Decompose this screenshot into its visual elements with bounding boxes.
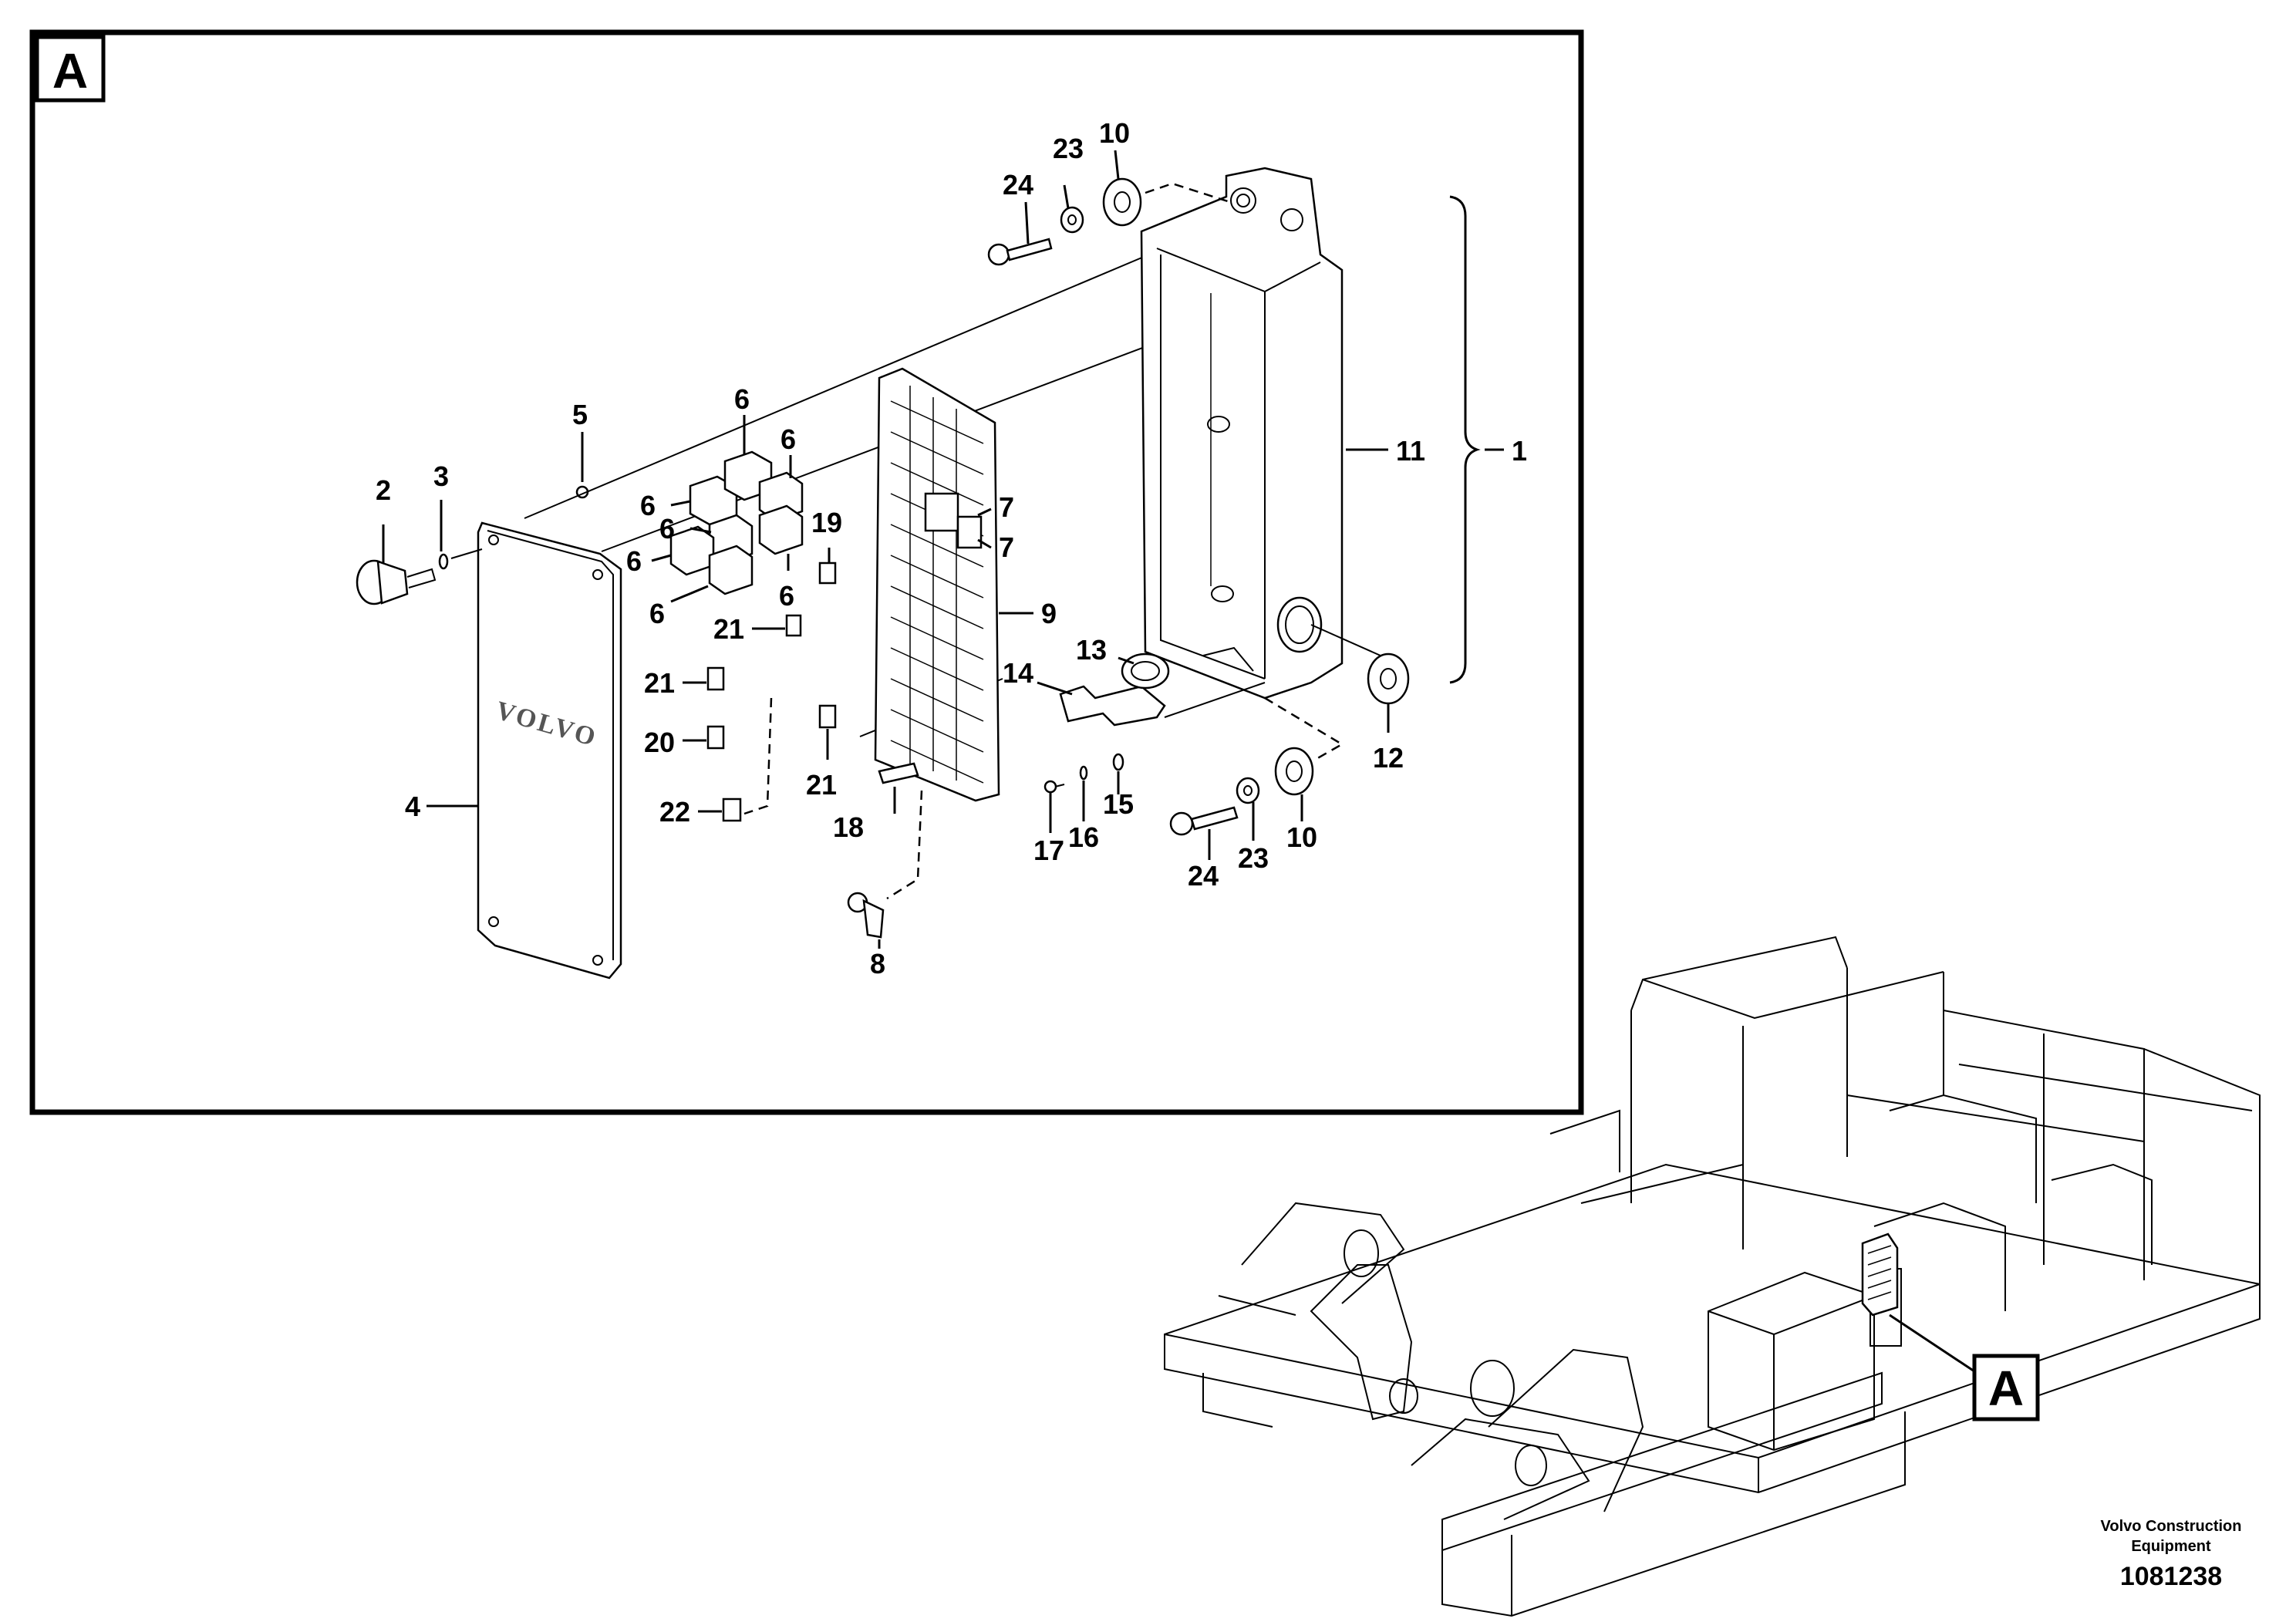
detail-marker-label: A <box>52 43 88 99</box>
callout-21b: 21 <box>644 667 675 699</box>
callout-17: 17 <box>1033 835 1064 866</box>
callout-10b: 10 <box>1286 821 1317 853</box>
callout-6b: 6 <box>781 423 796 455</box>
callout-11: 11 <box>1396 435 1425 467</box>
machine-frame-overview <box>1164 936 2261 1617</box>
housing <box>1140 167 1344 700</box>
footer-company-line2: Equipment <box>2131 1538 2211 1555</box>
grommet-12 <box>1367 653 1410 705</box>
mount-hardware-bottom <box>1169 747 1314 836</box>
pin-18 <box>878 762 919 784</box>
callout-15: 15 <box>1103 788 1134 820</box>
callout-16: 16 <box>1068 821 1099 853</box>
small-hardware <box>1043 753 1124 794</box>
detail-marker-box <box>35 35 106 103</box>
footer-drawing-number: 1081238 <box>2120 1562 2222 1591</box>
bracket-14 <box>1059 685 1166 727</box>
callout-4: 4 <box>405 791 420 822</box>
callout-5: 5 <box>572 399 588 430</box>
relays <box>669 450 804 595</box>
callout-6e: 6 <box>626 545 642 577</box>
cover-plate: VOLVO <box>477 521 622 980</box>
screw-8 <box>847 892 885 939</box>
location-marker-box <box>1972 1354 2040 1421</box>
assembly-brace <box>1449 195 1481 684</box>
callout-18: 18 <box>833 811 864 843</box>
callout-6a: 6 <box>734 383 750 415</box>
knob <box>356 559 437 605</box>
callout-21c: 21 <box>806 769 837 801</box>
callout-6f: 6 <box>649 598 665 629</box>
callout-12: 12 <box>1373 742 1404 774</box>
callout-14: 14 <box>1003 657 1033 689</box>
callout-1: 1 <box>1512 435 1527 467</box>
callout-22: 22 <box>659 796 690 828</box>
detail-frame <box>29 29 1584 1115</box>
callout-24a: 24 <box>1003 169 1033 201</box>
callout-13: 13 <box>1076 634 1107 666</box>
callout-10a: 10 <box>1099 117 1130 149</box>
callout-6g: 6 <box>779 580 794 612</box>
footer-company-line1: Volvo Construction <box>2101 1518 2242 1535</box>
location-leader <box>1889 1313 1975 1373</box>
callout-7a: 7 <box>999 491 1014 523</box>
callout-9: 9 <box>1041 598 1057 629</box>
callout-23b: 23 <box>1238 842 1269 874</box>
fuses <box>706 561 837 822</box>
callout-6d: 6 <box>659 513 675 545</box>
relay-board <box>874 367 1000 802</box>
callout-8: 8 <box>870 948 885 980</box>
relay-box-location <box>1861 1233 1899 1317</box>
callout-24b: 24 <box>1188 860 1219 892</box>
location-marker-label: A <box>1988 1361 2024 1416</box>
callout-6c: 6 <box>640 490 656 521</box>
grommet-13 <box>1121 653 1170 690</box>
callout-23a: 23 <box>1053 133 1084 164</box>
callout-2: 2 <box>376 474 391 506</box>
callout-labels: 1 11 2 3 4 5 6 6 6 6 6 6 6 7 7 8 9 10 10… <box>376 117 1527 980</box>
callout-20: 20 <box>644 727 675 758</box>
callout-3: 3 <box>433 460 449 492</box>
mount-hardware-top <box>987 177 1142 266</box>
callout-19: 19 <box>811 507 842 538</box>
washer-3 <box>438 553 449 570</box>
leader-lines <box>382 150 1504 949</box>
callout-7b: 7 <box>999 531 1014 563</box>
callout-21a: 21 <box>713 613 744 645</box>
